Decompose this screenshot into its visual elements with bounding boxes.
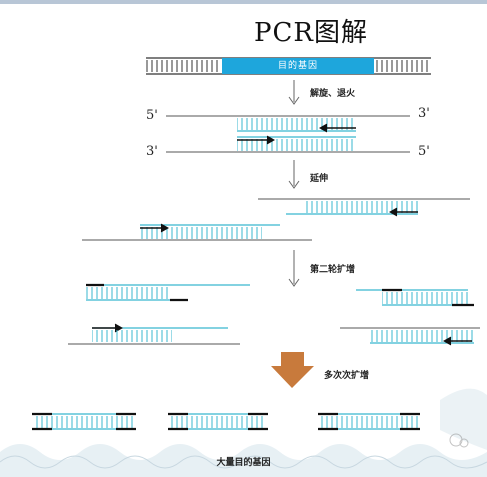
step-multi-round: 多次次扩增: [324, 371, 370, 381]
amplify-arrow-icon: [271, 352, 314, 388]
diagram-title: PCR图解: [254, 18, 368, 48]
down-arrow-icon: [288, 250, 300, 287]
wechat-watermark-icon: [449, 433, 469, 448]
denatured-strands: [166, 115, 410, 153]
result-label: 大量目的基因: [216, 458, 271, 468]
header-bar: [0, 0, 487, 4]
step-denature-anneal: 解旋、退火: [310, 89, 356, 99]
second-round-products: [68, 283, 480, 346]
wave-decoration: [0, 388, 487, 477]
amplified-copies: [32, 412, 420, 431]
down-arrow-icon: [288, 160, 300, 189]
step-second-round: 第二轮扩增: [310, 265, 356, 275]
extension-products: [82, 198, 470, 241]
end-label-bottom-left: 3': [146, 144, 158, 159]
end-label-top-left: 5': [146, 108, 158, 123]
step-extend: 延伸: [310, 174, 329, 184]
end-label-top-right: 3': [418, 106, 430, 121]
end-label-bottom-right: 5': [418, 144, 430, 159]
target-gene-label: 目的基因: [222, 58, 374, 74]
down-arrow-icon: [288, 80, 300, 105]
